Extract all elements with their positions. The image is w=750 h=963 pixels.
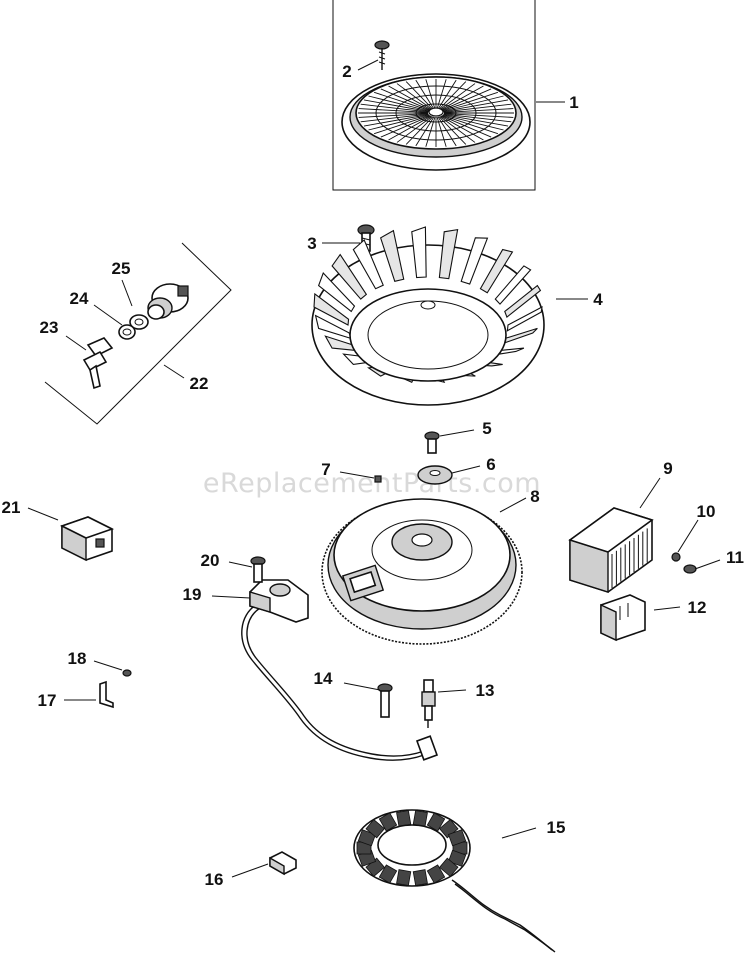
part-22-bracket	[44, 242, 232, 425]
callout-14: 14	[314, 669, 333, 688]
part-17-bracket[interactable]	[99, 680, 114, 709]
part-13-spark-plug[interactable]	[421, 679, 436, 728]
part-20-bolt[interactable]	[250, 556, 266, 583]
part-19-ignition-module[interactable]	[241, 579, 439, 761]
callout-7: 7	[321, 460, 330, 479]
callout-9: 9	[663, 459, 672, 478]
part-10-nut[interactable]	[671, 552, 681, 562]
callout-20: 20	[201, 551, 220, 570]
part-2-screw[interactable]	[374, 40, 390, 70]
watermark-text: eReplacementParts.com	[203, 468, 541, 499]
part-1-screen[interactable]	[332, 0, 536, 191]
callout-8: 8	[530, 487, 539, 506]
part-6-washer[interactable]	[417, 465, 453, 485]
stator-windings	[356, 810, 468, 886]
leader-lines	[27, 59, 721, 878]
callout-16: 16	[205, 870, 224, 889]
callout-24: 24	[70, 289, 89, 308]
regulator-fins	[611, 528, 648, 588]
part-12-connector[interactable]	[600, 594, 646, 642]
part-7-key[interactable]	[374, 475, 382, 483]
callout-22: 22	[190, 374, 209, 393]
callout-21: 21	[2, 498, 21, 517]
callout-13: 13	[476, 681, 495, 700]
callout-15: 15	[547, 818, 566, 837]
callout-3: 3	[307, 234, 316, 253]
callout-5: 5	[482, 419, 491, 438]
callout-19: 19	[183, 585, 202, 604]
part-15-stator[interactable]	[353, 809, 556, 953]
callout-10: 10	[697, 502, 716, 521]
part-4-fan[interactable]	[311, 226, 545, 406]
part-25-switch[interactable]	[147, 283, 189, 320]
callout-12: 12	[688, 598, 707, 617]
part-23-keys[interactable]	[82, 337, 114, 390]
callout-18: 18	[68, 649, 87, 668]
part-24-nut[interactable]	[118, 314, 149, 340]
part-9-regulator[interactable]	[568, 507, 654, 593]
callout-1: 1	[569, 93, 578, 112]
part-16-clip[interactable]	[269, 851, 297, 876]
part-5-bolt[interactable]	[424, 431, 440, 454]
callout-2: 2	[342, 62, 351, 81]
callout-4: 4	[593, 290, 603, 309]
part-21-connector[interactable]	[59, 516, 115, 562]
callout-17: 17	[38, 691, 57, 710]
part-22-key-switch-assembly[interactable]	[44, 242, 232, 425]
part-8-flywheel[interactable]	[321, 498, 523, 645]
part-1-bracket	[332, 0, 536, 191]
part-18-screw[interactable]	[122, 669, 132, 677]
part-11-screw[interactable]	[683, 564, 697, 574]
callout-25: 25	[112, 259, 131, 278]
part-14-bolt[interactable]	[377, 683, 393, 718]
callout-labels: 1 2 3 4 5 6 7 8 9 10 11 12 13 14 15 16 1…	[2, 62, 744, 889]
callout-6: 6	[486, 455, 495, 474]
callout-23: 23	[40, 318, 59, 337]
callout-11: 11	[726, 548, 744, 567]
